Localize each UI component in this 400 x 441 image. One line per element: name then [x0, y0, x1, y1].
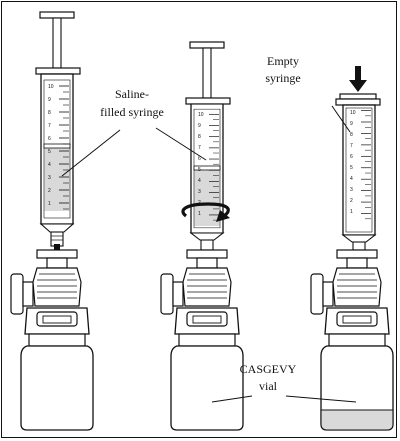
label-vial-line1: CASGEVY — [240, 362, 297, 376]
svg-text:10: 10 — [198, 112, 204, 118]
vial-with-adapter-middle — [160, 249, 244, 431]
vial-with-adapter-right — [310, 249, 394, 431]
svg-text:5: 5 — [48, 149, 51, 155]
svg-text:6: 6 — [350, 154, 353, 160]
attached-syringe — [185, 41, 231, 251]
saline-filled-syringe — [35, 11, 81, 247]
label-saline-line1: Saline- — [115, 87, 149, 101]
empty-syringe — [335, 93, 381, 251]
svg-text:8: 8 — [48, 110, 51, 116]
svg-text:9: 9 — [198, 123, 201, 129]
svg-text:9: 9 — [48, 97, 51, 103]
label-saline-line2: filled syringe — [100, 105, 164, 119]
down-arrow-icon — [349, 66, 367, 92]
svg-text:1: 1 — [350, 209, 353, 215]
svg-text:7: 7 — [350, 143, 353, 149]
svg-text:4: 4 — [198, 178, 201, 184]
svg-text:8: 8 — [350, 132, 353, 138]
syringe-scale-middle: 10 9 8 7 6 5 4 3 2 1 — [198, 112, 204, 217]
svg-text:10: 10 — [350, 110, 356, 116]
svg-text:8: 8 — [198, 134, 201, 140]
svg-text:7: 7 — [198, 145, 201, 151]
svg-text:3: 3 — [350, 187, 353, 193]
svg-text:5: 5 — [350, 165, 353, 171]
svg-text:6: 6 — [198, 156, 201, 162]
label-empty-line2: syringe — [265, 71, 300, 85]
svg-text:5: 5 — [198, 167, 201, 173]
rotate-arrow-icon — [181, 202, 230, 222]
syringe-scale-right: 10 9 8 7 6 5 4 3 2 1 — [350, 110, 356, 215]
leader-lines — [61, 105, 357, 403]
label-vial-line2: vial — [259, 379, 278, 393]
syringe-scale-left: 10 9 8 7 6 5 4 3 2 1 — [48, 84, 54, 207]
svg-text:2: 2 — [350, 198, 353, 204]
vial-with-adapter-left — [10, 249, 94, 431]
svg-text:1: 1 — [48, 201, 51, 207]
saline-fill — [194, 168, 220, 226]
label-empty-line1: Empty — [267, 54, 299, 68]
svg-text:7: 7 — [48, 123, 51, 129]
svg-text:2: 2 — [48, 188, 51, 194]
svg-text:6: 6 — [48, 136, 51, 142]
svg-text:4: 4 — [350, 176, 353, 182]
svg-text:3: 3 — [48, 175, 51, 181]
svg-text:10: 10 — [48, 84, 54, 90]
svg-text:4: 4 — [48, 162, 51, 168]
svg-text:2: 2 — [198, 200, 201, 206]
svg-text:1: 1 — [198, 211, 201, 217]
svg-text:3: 3 — [198, 189, 201, 195]
svg-text:9: 9 — [350, 121, 353, 127]
